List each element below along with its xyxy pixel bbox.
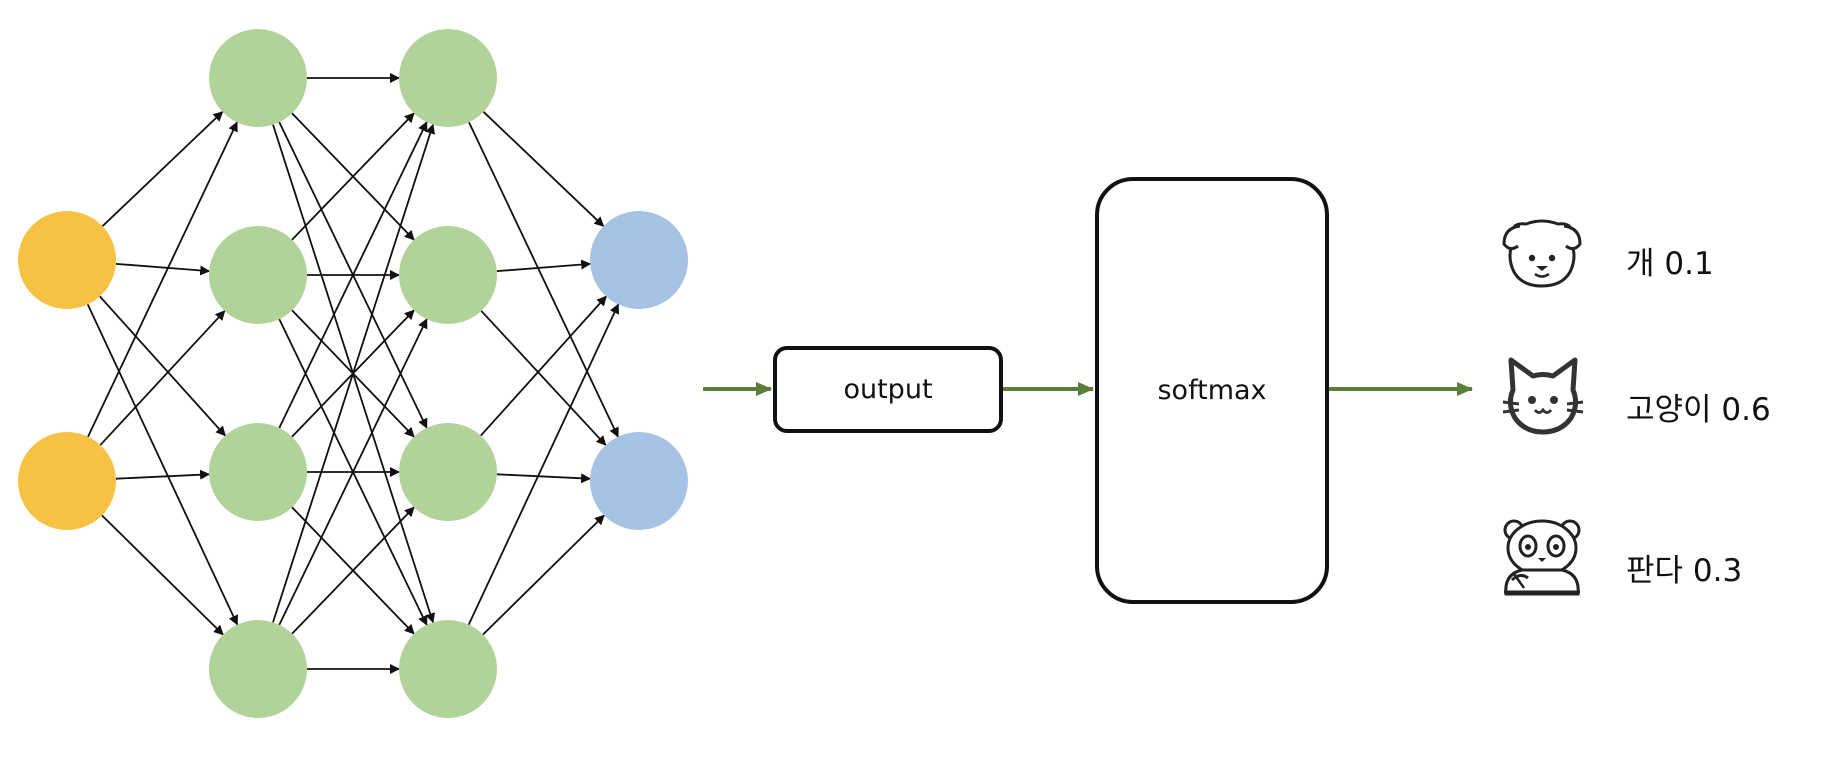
network-nodes bbox=[18, 29, 688, 718]
hidden-1-node-0 bbox=[209, 29, 307, 127]
edge-hidden-1-3-to-hidden-2-1 bbox=[278, 318, 428, 626]
edge-input-0-to-hidden-1-1 bbox=[115, 262, 211, 276]
dog-icon bbox=[1502, 219, 1582, 288]
edge-input-0-to-hidden-1-3 bbox=[86, 304, 239, 626]
hidden-2-node-3 bbox=[399, 620, 497, 718]
edge-hidden-1-3-to-hidden-2-2 bbox=[291, 506, 415, 635]
hidden-2-node-0 bbox=[399, 29, 497, 127]
edge-input-0-to-hidden-1-2 bbox=[99, 295, 226, 437]
output-block: output bbox=[773, 346, 1003, 433]
edge-hidden-2-3-to-output-0 bbox=[467, 303, 620, 625]
edge-hidden-1-2-to-hidden-2-0 bbox=[278, 121, 428, 429]
edge-hidden-1-1-to-hidden-2-0 bbox=[291, 112, 415, 241]
hidden-2-node-2 bbox=[399, 423, 497, 521]
hidden-2-node-1 bbox=[399, 226, 497, 324]
network-edges bbox=[86, 73, 620, 674]
softmax-block-label: softmax bbox=[1157, 375, 1267, 406]
result-label-cat: 고양이 0.6 bbox=[1626, 392, 1771, 428]
edge-hidden-2-0-to-output-1 bbox=[468, 121, 619, 438]
output-node-1 bbox=[590, 432, 688, 530]
result-label-panda: 판다 0.3 bbox=[1626, 553, 1743, 589]
hidden-1-node-3 bbox=[209, 620, 307, 718]
input-node-0 bbox=[18, 211, 116, 309]
edge-hidden-1-3-to-hidden-2-0 bbox=[272, 123, 436, 623]
softmax-block: softmax bbox=[1095, 177, 1329, 604]
edge-hidden-2-1-to-output-0 bbox=[496, 259, 592, 273]
edge-hidden-2-2-to-output-1 bbox=[496, 473, 592, 484]
edge-input-0-to-hidden-1-0 bbox=[101, 111, 224, 227]
result-label-dog: 개 0.1 bbox=[1626, 246, 1714, 282]
edge-input-1-to-hidden-1-3 bbox=[101, 514, 224, 636]
edge-hidden-2-3-to-output-1 bbox=[482, 514, 605, 636]
edge-hidden-2-1-to-output-1 bbox=[480, 310, 607, 446]
edge-hidden-2-2-to-output-0 bbox=[480, 295, 607, 437]
output-block-label: output bbox=[843, 374, 933, 405]
panda-icon bbox=[1503, 519, 1581, 596]
cat-icon bbox=[1502, 357, 1584, 435]
edge-input-1-to-hidden-1-1 bbox=[99, 310, 226, 446]
edge-input-1-to-hidden-1-2 bbox=[115, 469, 211, 480]
output-node-0 bbox=[590, 211, 688, 309]
input-node-1 bbox=[18, 432, 116, 530]
edge-input-1-to-hidden-1-0 bbox=[87, 121, 238, 438]
edge-hidden-2-0-to-output-0 bbox=[482, 111, 605, 227]
hidden-1-node-2 bbox=[209, 423, 307, 521]
hidden-1-node-1 bbox=[209, 226, 307, 324]
